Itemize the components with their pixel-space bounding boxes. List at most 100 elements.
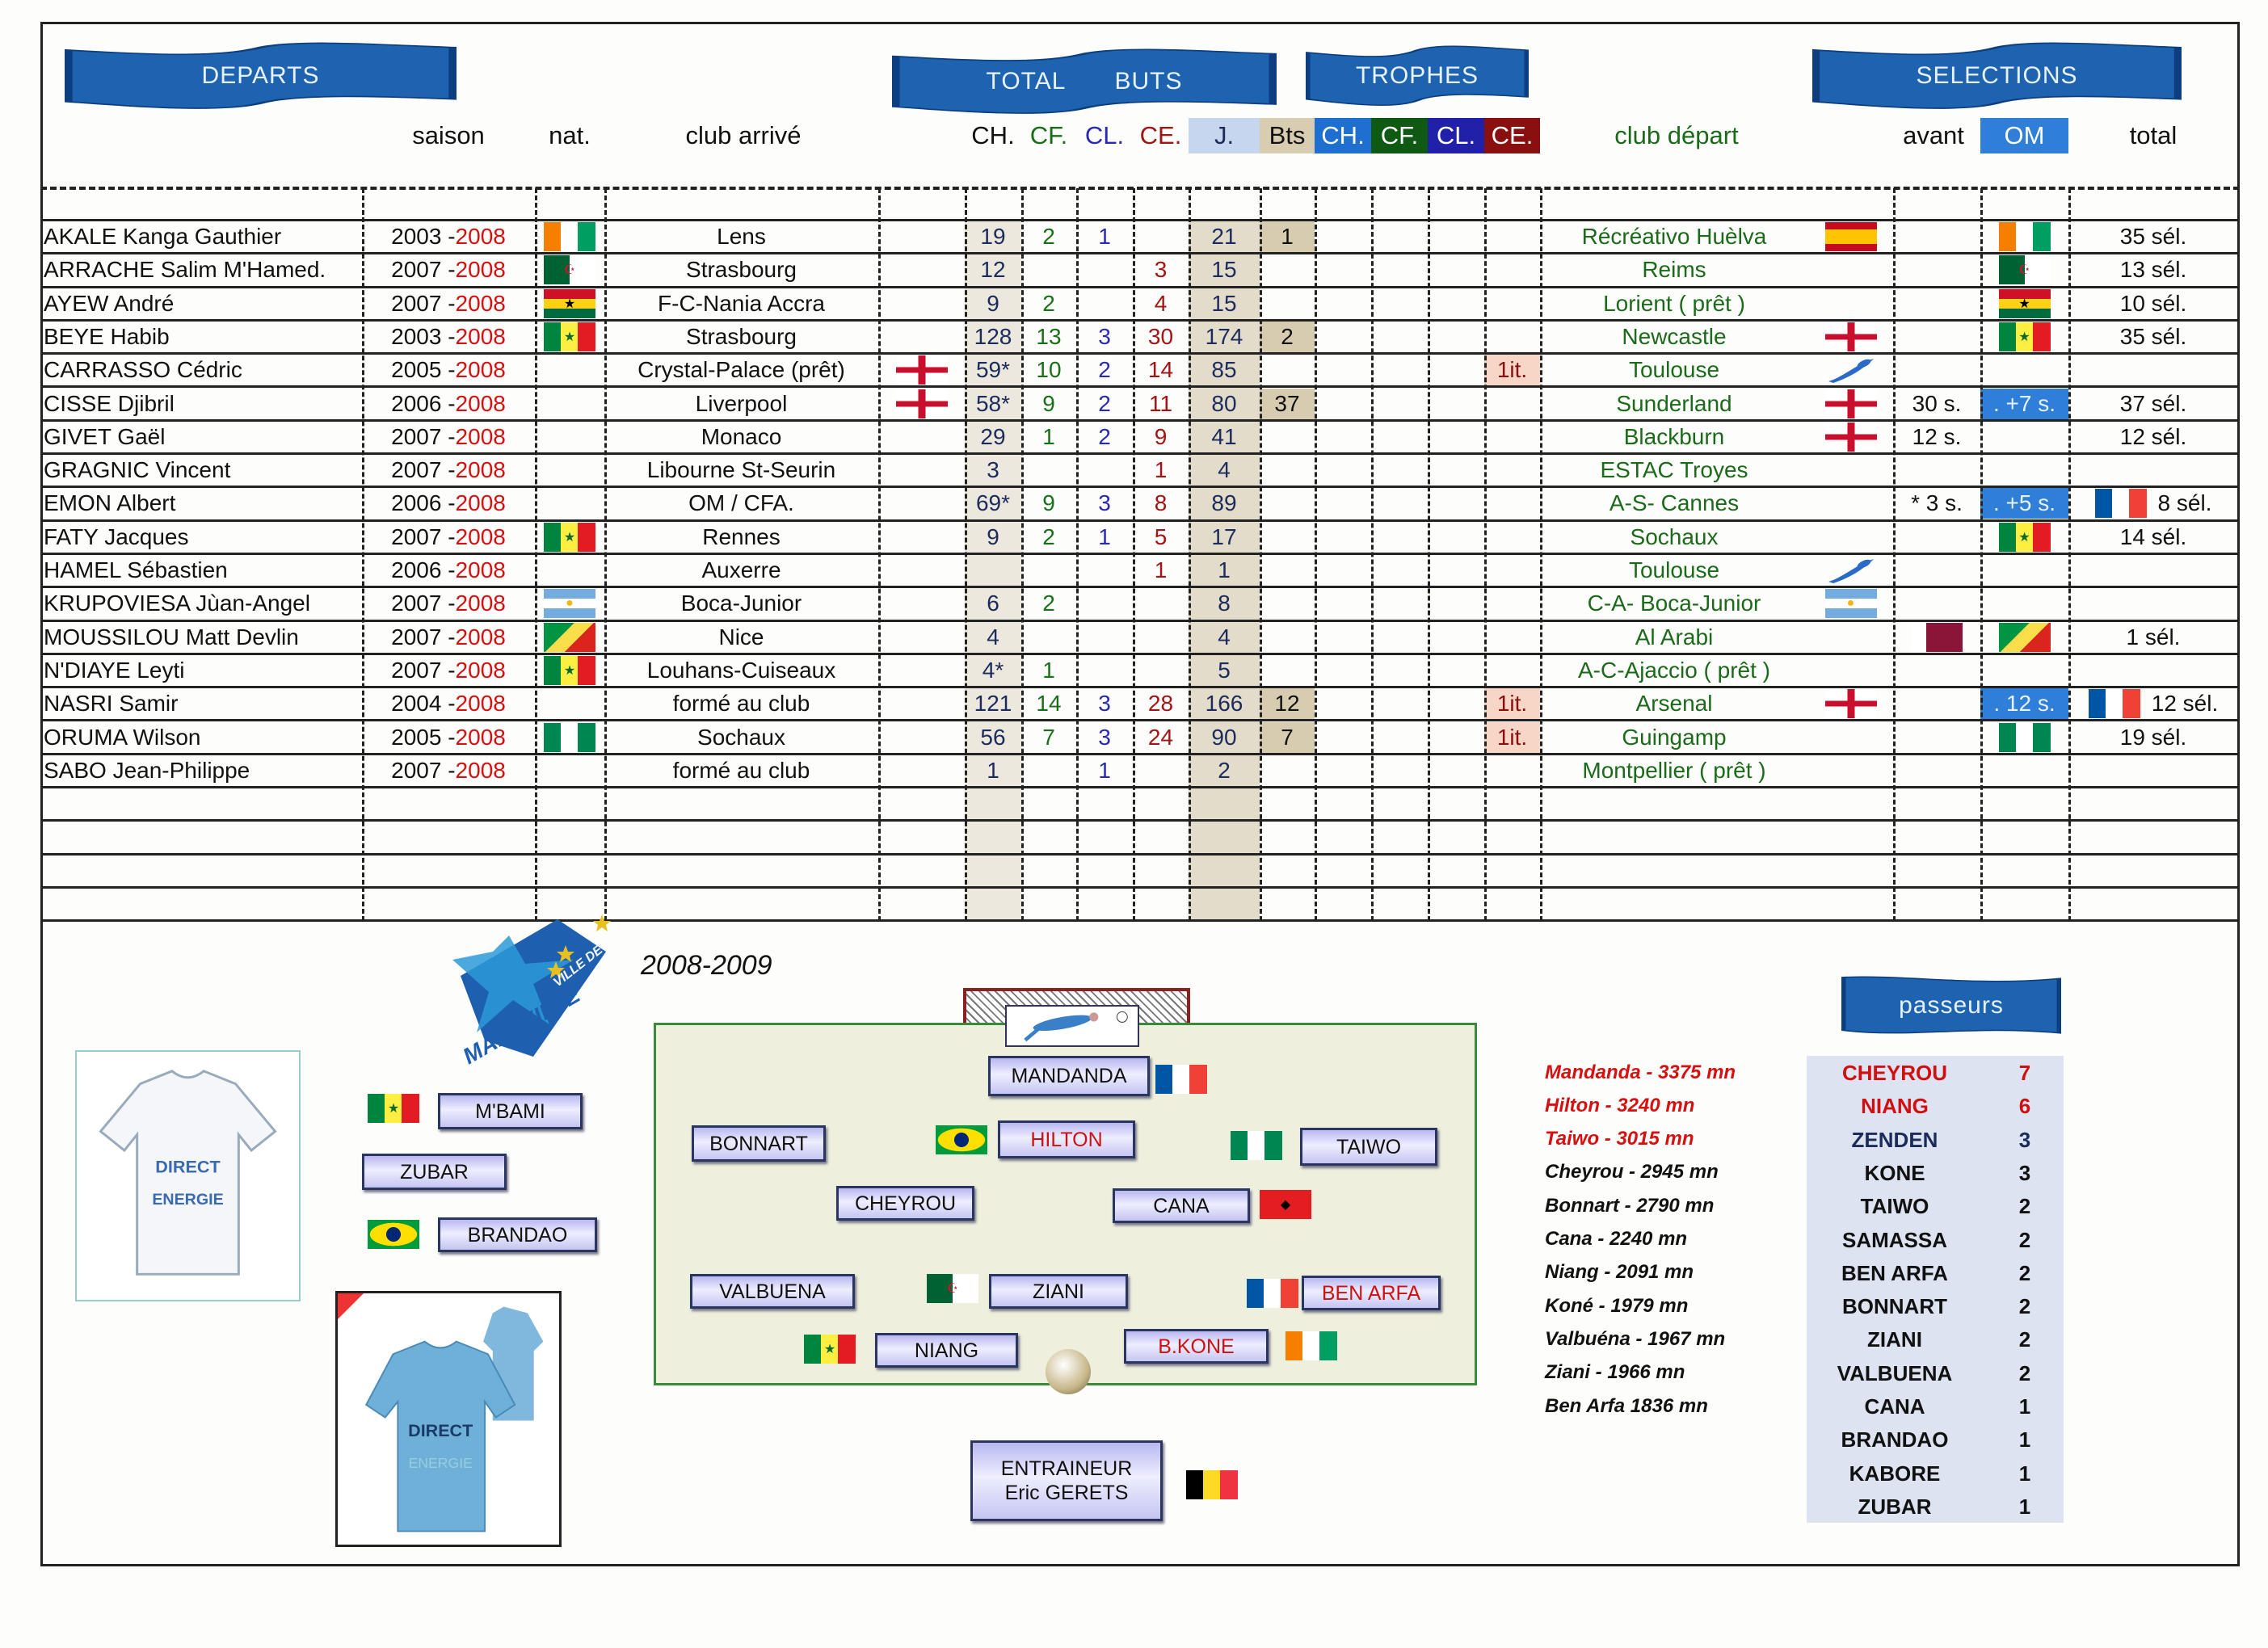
depart-flag-cell xyxy=(1808,555,1893,586)
season-cell: 2006 - 2008 xyxy=(362,555,535,586)
col-header-bts: Bts xyxy=(1260,118,1315,153)
name-cell: NASRI Samir xyxy=(44,691,179,717)
season-start: 2003 - xyxy=(391,323,456,349)
club-arrive-cell: Nice xyxy=(718,624,764,650)
name-cell: ORUMA Wilson xyxy=(44,724,201,750)
season-end: 2008 xyxy=(455,490,506,516)
depart-flag-cell xyxy=(1808,422,1893,452)
cf-cell: 10 xyxy=(1036,357,1062,383)
flag-emblem: ★ xyxy=(563,296,576,311)
passeur-count: 1 xyxy=(2018,1394,2031,1419)
passeur-name: BRANDAO xyxy=(1841,1427,1949,1453)
bench-player-box: M'BAMI xyxy=(438,1093,583,1129)
ch-cell: 6 xyxy=(987,591,999,616)
player-box: BONNART xyxy=(692,1125,826,1162)
flag-dz-icon: ☪ xyxy=(927,1274,978,1303)
home-shirt-photo: DIRECT ENERGIE xyxy=(75,1050,301,1301)
cl-cell: 2 xyxy=(1098,390,1111,416)
flag-br-icon xyxy=(368,1220,419,1249)
arrive-flag-cell xyxy=(878,389,965,419)
club-arrive-cell: F-C-Nania Accra xyxy=(658,290,825,316)
season-start: 2005 - xyxy=(391,724,456,750)
away-shirt-sponsor-line2: ENERGIE xyxy=(409,1455,473,1471)
season-start: 2007 - xyxy=(391,257,456,283)
flag-sn-icon: ★ xyxy=(544,655,595,685)
name-cell: BEYE Habib xyxy=(44,323,170,349)
club-depart-cell: C-A- Boca-Junior xyxy=(1587,591,1761,616)
shirt-sponsor-line1: DIRECT xyxy=(155,1157,220,1177)
flag-en-icon xyxy=(895,389,948,418)
club-depart-cell: Arsenal xyxy=(1635,691,1713,717)
column-divider xyxy=(1260,188,1262,921)
ville-de-marseille-logo: VILLE DE MARSEILLE xyxy=(452,914,611,1069)
total-selections: 10 sél. xyxy=(2119,290,2187,316)
minutes-item: Valbuéna - 1967 mn xyxy=(1545,1327,1726,1350)
flag-cg-icon xyxy=(1998,622,2051,652)
flag-gh-icon: ★ xyxy=(544,288,595,318)
passeur-count: 3 xyxy=(2018,1160,2031,1185)
depart-flag-cell xyxy=(1808,322,1893,352)
cf-cell: 13 xyxy=(1036,323,1062,349)
empty-table-row xyxy=(40,822,2240,856)
flag-ci-icon xyxy=(1998,222,2051,251)
total-selections: 35 sél. xyxy=(2119,224,2187,249)
season-end: 2008 xyxy=(455,323,506,349)
cf-cell: 2 xyxy=(1042,523,1055,549)
season-cell: 2007 - 2008 xyxy=(362,522,535,553)
season-end: 2008 xyxy=(455,457,506,483)
passeur-count: 2 xyxy=(2018,1360,2031,1385)
season-cell: 2007 - 2008 xyxy=(362,655,535,686)
passeur-name: CANA xyxy=(1864,1394,1925,1419)
empty-table-row xyxy=(40,856,2240,889)
club-arrive-cell: Auxerre xyxy=(701,557,781,582)
j-cell: 15 xyxy=(1211,290,1237,316)
passeur-count: 3 xyxy=(2018,1127,2031,1152)
flag-emblem: ★ xyxy=(387,1102,400,1116)
column-divider xyxy=(1133,188,1135,921)
col-header-trophy-cf: CF. xyxy=(1371,118,1428,153)
cf-cell: 9 xyxy=(1042,490,1055,516)
name-cell: KRUPOVIESA Jùan-Angel xyxy=(44,591,310,616)
flag-en-icon xyxy=(895,355,948,385)
ch-cell: 128 xyxy=(974,323,1012,349)
total-selections: 8 sél. xyxy=(2157,490,2212,516)
name-cell: AYEW André xyxy=(44,290,175,316)
cl-cell: 2 xyxy=(1098,357,1111,383)
column-divider xyxy=(1076,188,1079,921)
season-cell: 2003 - 2008 xyxy=(362,322,535,352)
passeur-name: BEN ARFA xyxy=(1841,1260,1948,1285)
t-ce-cell: 1it. xyxy=(1484,355,1540,386)
ch-cell: 19 xyxy=(980,224,1006,249)
column-divider xyxy=(1428,188,1430,921)
season-end: 2008 xyxy=(455,691,506,717)
total-cell: 12 sél. xyxy=(2068,422,2238,452)
club-depart-cell: A-C-Ajaccio ( prêt ) xyxy=(1577,657,1771,683)
club-arrive-cell: Rennes xyxy=(702,523,781,549)
player-box: B.KONE xyxy=(1124,1329,1269,1364)
flag-ng-icon xyxy=(1231,1131,1282,1160)
ch-cell: 3 xyxy=(987,457,999,483)
season-cell: 2004 - 2008 xyxy=(362,688,535,719)
ch-cell: 1 xyxy=(987,757,999,783)
season-cell: 2007 - 2008 xyxy=(362,254,535,285)
ch-cell: 58* xyxy=(975,390,1011,416)
shirt-sponsor-line2: ENERGIE xyxy=(152,1191,223,1209)
om-flag-cell: ☪ xyxy=(1980,254,2068,285)
flag-ci-icon xyxy=(544,222,595,251)
j-cell: 41 xyxy=(1211,423,1237,449)
season-cell: 2007 - 2008 xyxy=(362,455,535,486)
flag-cg-icon xyxy=(544,622,595,652)
name-cell: EMON Albert xyxy=(44,490,176,516)
club-depart-cell: ESTAC Troyes xyxy=(1600,457,1748,483)
flag-emblem: ☪ xyxy=(946,1282,959,1296)
nat-flag-cell: ★ xyxy=(535,322,604,352)
